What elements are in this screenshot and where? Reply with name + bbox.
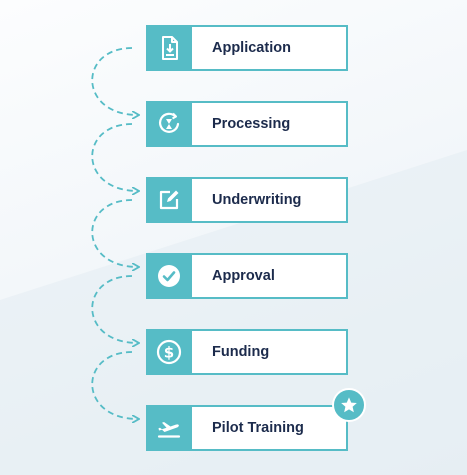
connector-3	[91, 199, 138, 267]
connector-4	[91, 275, 138, 343]
connector-1	[91, 47, 138, 115]
step-label: Application	[212, 40, 291, 56]
step-label: Pilot Training	[212, 420, 304, 436]
step-application[interactable]: Application	[146, 25, 348, 71]
connector-2	[91, 123, 138, 191]
step-processing[interactable]: Processing	[146, 101, 348, 147]
document-download-icon	[146, 25, 192, 71]
step-funding[interactable]: $ Funding	[146, 329, 348, 375]
star-badge	[332, 388, 366, 422]
step-pilot-training[interactable]: Pilot Training	[146, 405, 348, 451]
star-icon	[341, 397, 357, 413]
step-approval[interactable]: Approval	[146, 253, 348, 299]
hourglass-cycle-icon	[146, 101, 192, 147]
dollar-circle-icon: $	[146, 329, 192, 375]
step-underwriting[interactable]: Underwriting	[146, 177, 348, 223]
edit-pen-icon	[146, 177, 192, 223]
step-label: Funding	[212, 344, 270, 360]
step-label: Underwriting	[212, 192, 302, 208]
check-circle-icon	[146, 253, 192, 299]
airplane-takeoff-icon	[146, 405, 192, 451]
step-label: Approval	[212, 268, 275, 284]
step-label: Processing	[212, 116, 291, 132]
svg-text:$: $	[164, 344, 174, 362]
connector-5	[91, 351, 138, 419]
